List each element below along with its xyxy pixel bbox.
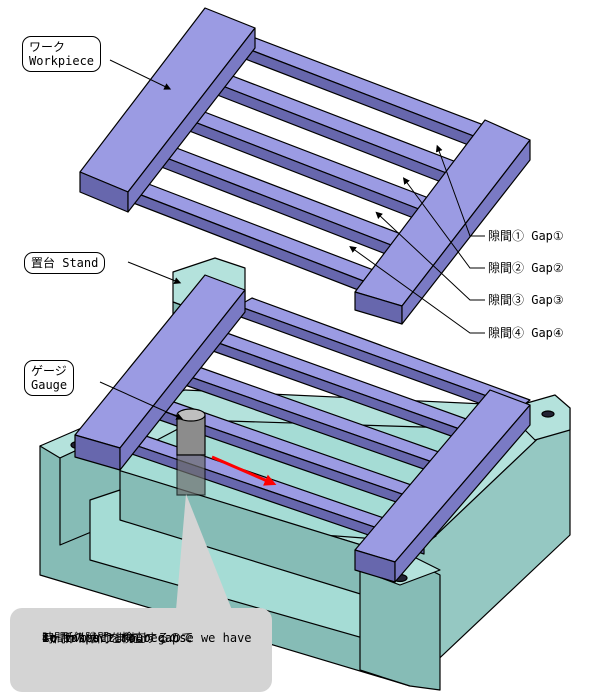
gap3-label: 隙間③ Gap③ — [488, 293, 564, 307]
workpiece-callout: ワーク Workpiece — [22, 36, 102, 72]
gap4-label: 隙間④ Gap④ — [488, 326, 564, 340]
workpiece-label-en: Workpiece — [29, 54, 95, 68]
note-line-4: to inspect four gaps. — [42, 631, 194, 645]
note-pointer — [176, 494, 232, 610]
stand-callout: 置台 Stand — [24, 252, 106, 274]
gap2-label: 隙間② Gap② — [488, 261, 564, 275]
workpiece-on-stand — [74, 274, 531, 583]
note-line-2: 時間がかかります。 — [42, 631, 149, 645]
gauge-label-en: Gauge — [31, 378, 68, 392]
leader-lines — [99, 59, 485, 420]
stand-label: 置台 Stand — [31, 256, 99, 270]
gauge — [176, 408, 206, 496]
workpiece — [79, 7, 531, 325]
workpiece-label-jp: ワーク — [29, 40, 66, 54]
inspection-direction-arrow — [211, 455, 277, 486]
gauge-callout: ゲージ Gauge — [24, 360, 75, 396]
gauge-label-jp: ゲージ — [31, 364, 67, 378]
inspection-note: 4ヶ所の隙間を検査するので 時間がかかります。 It takes time be… — [10, 608, 272, 692]
gap1-label: 隙間① Gap① — [488, 229, 564, 243]
note-line-3: It takes time because we have — [42, 631, 252, 645]
note-line-1: 4ヶ所の隙間を検査するので — [42, 631, 194, 645]
